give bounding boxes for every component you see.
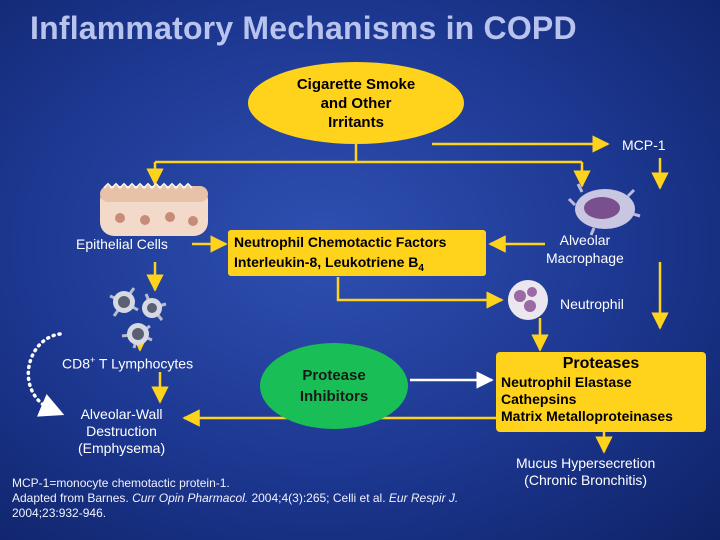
footnote: MCP-1=monocyte chemotactic protein-1. Ad… (12, 476, 572, 521)
factors-line2: Interleukin-8, Leukotriene B4 (234, 252, 480, 279)
protease-item: Matrix Metalloproteinases (501, 408, 673, 424)
footnote-line1: MCP-1=monocyte chemotactic protein-1. (12, 476, 230, 490)
macrophage-cell-icon (567, 183, 641, 236)
footnote-line3: 2004;23:932-946. (12, 506, 107, 520)
footnote-journal: Eur Respir J. (388, 491, 459, 505)
neutrophil-cell-icon (508, 280, 548, 320)
inhibitors-line: Inhibitors (299, 388, 369, 405)
connector-factors-to-neutrophil (336, 277, 504, 309)
cd8-superscript: + (90, 355, 96, 365)
smoke-node: Cigarette Smoke and Other Irritants (248, 62, 464, 144)
smoke-line: Cigarette Smoke (296, 75, 416, 93)
proteases-title: Proteases (562, 355, 640, 372)
epithelium-cells-icon (100, 182, 208, 236)
epithelial-label: Epithelial Cells (76, 236, 168, 252)
mucus-line: Mucus Hypersecretion (516, 455, 656, 471)
cd8-label: CD8+ T Lymphocytes (62, 355, 193, 372)
footnote-line2: Adapted from Barnes. Curr Opin Pharmacol… (12, 491, 572, 506)
macrophage-label-line: Alveolar (559, 232, 611, 248)
footnote-text: Adapted from Barnes. (12, 491, 133, 505)
factors-subscript: 4 (418, 262, 424, 274)
macrophage-label: Alveolar Macrophage (546, 231, 624, 267)
destruction-line: Alveolar-Wall (80, 406, 163, 422)
protease-inhibitors-node: Protease Inhibitors (260, 343, 408, 429)
destruction-line: Destruction (86, 423, 157, 439)
mucus-line: (Chronic Bronchitis) (524, 472, 648, 488)
footnote-text: 2004;4(3):265; Celli et al. (248, 491, 389, 505)
footnote-journal: Curr Opin Pharmacol. (132, 491, 249, 505)
smoke-line: Irritants (328, 113, 384, 131)
protease-item: Neutrophil Elastase (501, 374, 632, 390)
chemotactic-factors-box: Neutrophil Chemotactic Factors Interleuk… (228, 230, 486, 276)
protease-item: Cathepsins (501, 391, 577, 407)
mcp1-label: MCP-1 (622, 137, 666, 153)
destruction-line: (Emphysema) (78, 440, 166, 456)
cd8-rest-text: T Lymphocytes (95, 355, 194, 372)
cd8-text: CD8 (62, 355, 91, 372)
destruction-label: Alveolar-Wall Destruction (Emphysema) (78, 406, 165, 457)
inhibitors-line: Protease (302, 367, 366, 384)
mucus-label: Mucus Hypersecretion (Chronic Bronchitis… (516, 455, 655, 489)
neutrophil-label: Neutrophil (560, 296, 624, 312)
macrophage-label-line: Macrophage (546, 250, 624, 266)
slide-title: Inflammatory Mechanisms in COPD (30, 10, 577, 46)
factors-line2-text: Interleukin-8, Leukotriene B (234, 254, 419, 270)
lymphocyte-cells-icon (109, 287, 167, 349)
factors-line1: Neutrophil Chemotactic Factors (234, 234, 447, 250)
smoke-line: and Other (320, 94, 392, 112)
connector-dotted-curve (26, 332, 65, 417)
proteases-box: Proteases Neutrophil Elastase Cathepsins… (496, 352, 706, 432)
